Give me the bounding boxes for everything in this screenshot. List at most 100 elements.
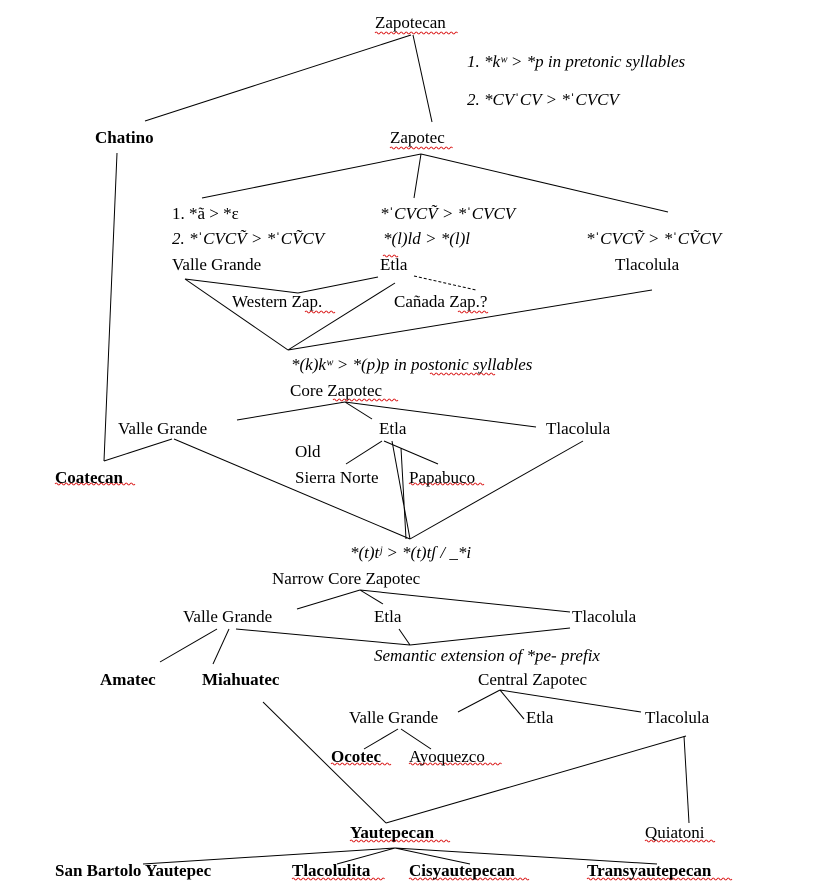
node-western-zap: Western Zap. [232, 292, 322, 311]
squiggle [382, 254, 399, 258]
node-tlacolula: Tlacolula [645, 708, 710, 727]
edge-tl-core [287, 289, 653, 351]
node-core-zapotec: Core Zapotec [290, 381, 382, 400]
squiggle [644, 839, 716, 843]
rule-label: *ˈCVCṼ > *ˈCṼCV [586, 229, 724, 248]
node-ayoquezco: Ayoquezco [409, 747, 485, 766]
edge-tl-narrow [409, 440, 584, 540]
edge-tl-semantic [409, 627, 571, 646]
edge-etla-western [297, 276, 379, 294]
rule-label: 1. *ã > *ɛ [172, 204, 239, 223]
edge-zapotecan-chatino [144, 34, 412, 122]
leaf-cisyautepecan: Cisyautepecan [409, 861, 515, 880]
node-old-label: Old [295, 442, 321, 461]
node-miahuatec: Miahuatec [202, 670, 280, 689]
leaf-tlacolulita: Tlacolulita [292, 861, 371, 880]
squiggle [332, 398, 399, 402]
node-etla: Etla [380, 255, 408, 274]
edge-etla-narrow [391, 440, 411, 540]
node-etla: Etla [379, 419, 407, 438]
edge-vg-core [184, 278, 289, 351]
squiggle [291, 877, 385, 881]
edge-central-vg-ayoquezco [400, 728, 432, 750]
edge-etla-canada [413, 275, 477, 291]
edge-zapotec-etla [413, 153, 422, 199]
edge-zapotec-vg [201, 153, 422, 199]
node-chatino: Chatino [95, 128, 154, 147]
edge-central-etla [499, 689, 525, 720]
squiggle [586, 877, 733, 881]
edge-vg-western [184, 278, 299, 294]
spellcheck-underlines [54, 31, 733, 881]
tree-edges [103, 34, 690, 865]
edge-etla-core [287, 282, 396, 351]
squiggle [374, 31, 458, 35]
squiggle [349, 839, 451, 843]
edge-tl-yautepecan [385, 735, 687, 824]
node-quiatoni: Quiatoni [645, 823, 705, 842]
rule-label: *(k)kʷ > *(p)p in postonic syllables [291, 355, 533, 374]
squiggle [429, 372, 496, 376]
squiggle [457, 310, 489, 314]
edge-yaut-sby [142, 847, 396, 865]
edge-narrow-tl [359, 589, 571, 613]
edge-chatino-coatecan [103, 152, 118, 462]
rule-label: 2. *CVˈCV > *ˈCVCV [467, 90, 621, 109]
edge-narrow-vg-miahuatec [212, 628, 230, 665]
leaf-transyautepecan: Transyautepecan [587, 861, 712, 880]
squiggle [408, 877, 530, 881]
rule-label: 1. *kʷ > *p in pretonic syllables [467, 52, 686, 71]
edge-miahuatec-yautepecan [262, 701, 387, 824]
edge-zapotecan-zapotec [412, 34, 433, 123]
edge-tl-quiatoni [683, 735, 690, 824]
node-zapotec: Zapotec [390, 128, 445, 147]
edge-yaut-tlacolulita [336, 847, 396, 865]
node-valle-grande: Valle Grande [183, 607, 272, 626]
node-yautepecan: Yautepecan [350, 823, 435, 842]
squiggle [330, 762, 392, 766]
root-label: Zapotecan [375, 13, 446, 32]
edge-central-vg-ocotec [363, 728, 399, 750]
rule-label: *ˈCVCṼ > *ˈCVCV [380, 204, 518, 223]
edge-central-tl [499, 689, 642, 713]
rule-label: *(t)tʲ > *(t)tʃ / _*i [350, 543, 471, 562]
edge-central-vg [457, 689, 501, 713]
edge-etla-semantic [398, 628, 411, 646]
edge-papabuco-narrow [400, 447, 407, 540]
edge-vg-semantic [235, 628, 411, 646]
node-ocotec: Ocotec [331, 747, 381, 766]
edge-zapotec-tl [420, 153, 669, 213]
edge-core-vg [236, 401, 346, 421]
squiggle [304, 310, 336, 314]
node-etla: Etla [374, 607, 402, 626]
edge-etla-papabuco [383, 440, 439, 465]
node-canada-zap: Cañada Zap.? [394, 292, 487, 311]
edge-vg-narrow [173, 438, 411, 540]
edge-yaut-cisyautepecan [394, 847, 471, 865]
node-valle-grande: Valle Grande [118, 419, 207, 438]
squiggle [408, 482, 485, 486]
edge-yaut-transyautepecan [394, 847, 658, 865]
node-tlacolula: Tlacolula [615, 255, 680, 274]
node-narrow-core: Narrow Core Zapotec [272, 569, 421, 588]
node-papabuco: Papabuco [409, 468, 475, 487]
edge-core-tl [344, 401, 537, 428]
edge-narrow-vg-amatec [159, 628, 218, 663]
node-sierra-norte: Sierra Norte [295, 468, 379, 487]
squiggle [389, 146, 453, 150]
edge-etla-sierra [345, 440, 383, 465]
node-tlacolula: Tlacolula [572, 607, 637, 626]
edge-narrow-etla [359, 589, 384, 605]
rule-label: *(l)ld > *(l)l [383, 229, 470, 248]
edge-core-vg-coatecan [103, 438, 173, 462]
squiggle [54, 482, 136, 486]
node-central-zapotec: Central Zapotec [478, 670, 587, 689]
edge-core-etla [344, 401, 373, 420]
node-amatec: Amatec [100, 670, 156, 689]
tree-labels: Zapotecan 1. *kʷ > *p in pretonic syllab… [55, 13, 724, 880]
node-valle-grande: Valle Grande [349, 708, 438, 727]
rule-label: 2. *ˈCVCṼ > *ˈCṼCV [172, 229, 327, 248]
rule-label: Semantic extension of *pe- prefix [374, 646, 600, 665]
node-tlacolula: Tlacolula [546, 419, 611, 438]
